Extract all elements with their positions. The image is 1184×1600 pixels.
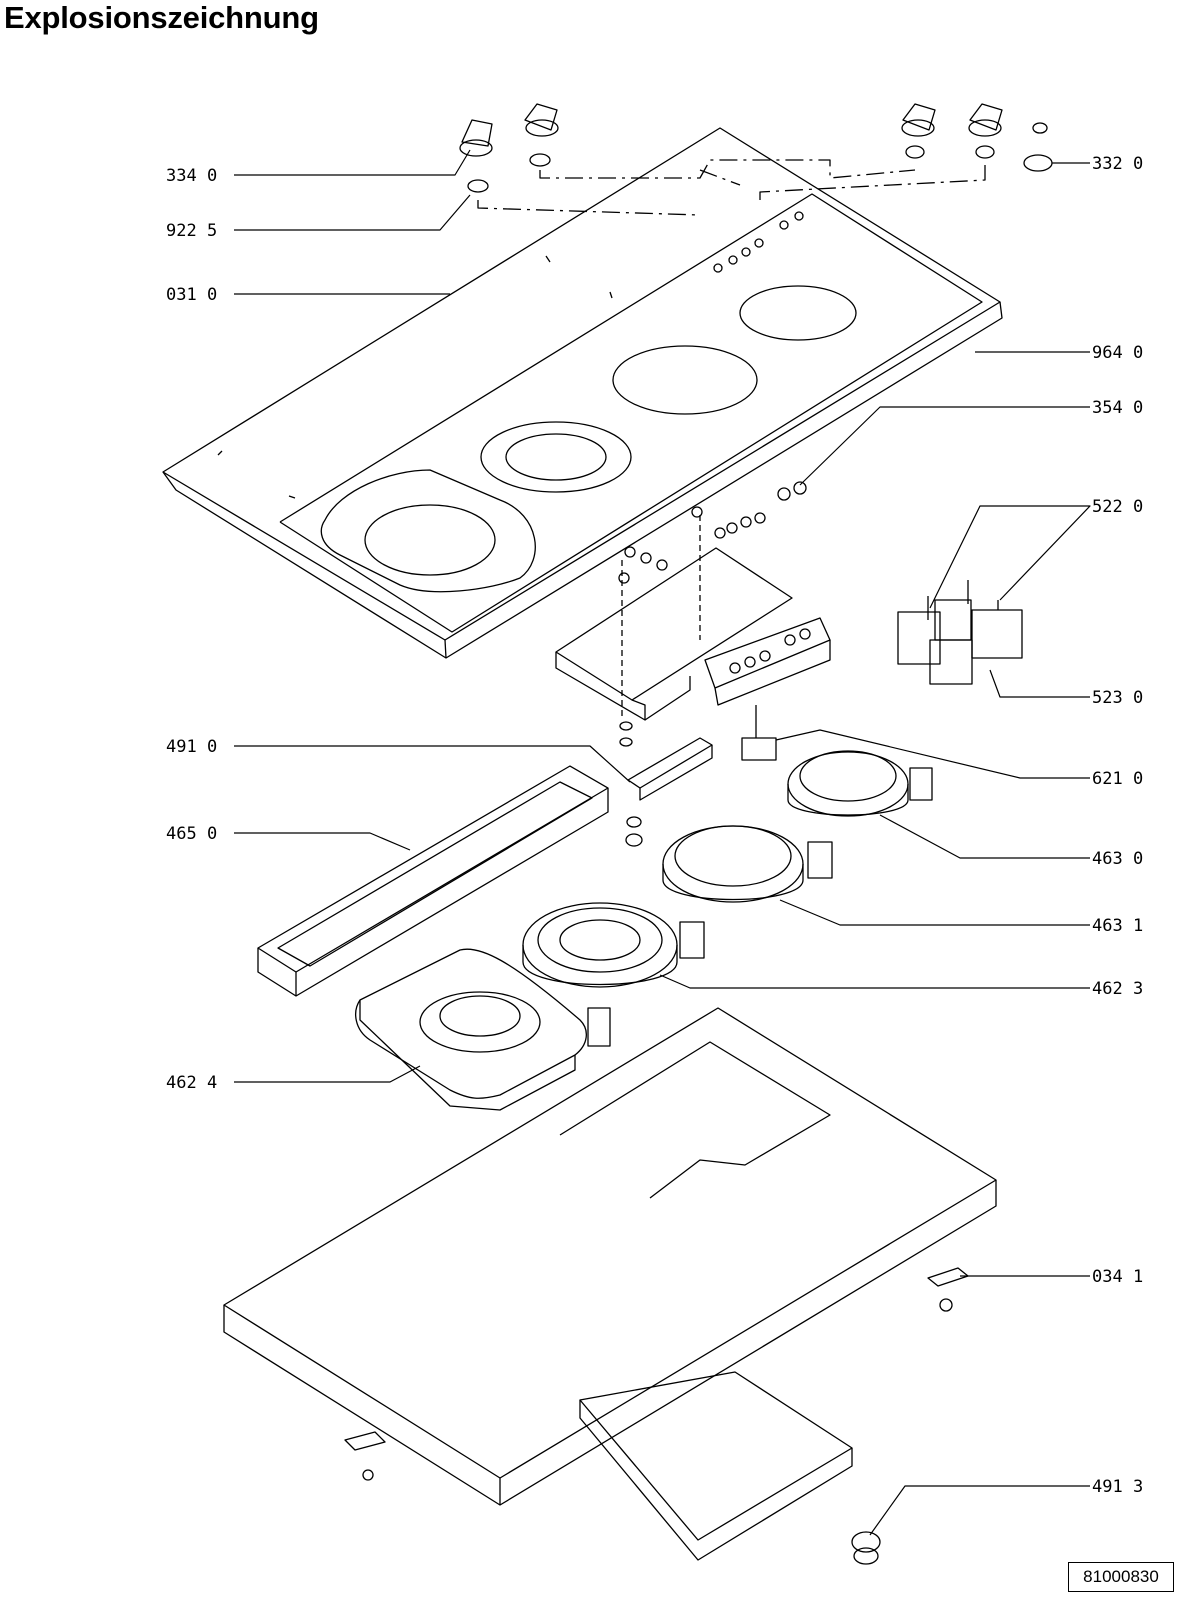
radiant-heater-462-3: [522, 902, 705, 988]
callout-523-0: 523 0: [1092, 688, 1143, 708]
callout-031-0: 031 0: [166, 285, 217, 305]
callout-labels: 334 0 922 5 031 0 332 0 964 0 354 0 522 …: [166, 154, 1143, 1497]
callout-462-4: 462 4: [166, 1073, 217, 1093]
callout-463-1: 463 1: [1092, 916, 1143, 936]
document-number: 81000830: [1068, 1562, 1174, 1592]
callout-leaders: [234, 149, 1091, 1536]
control-knobs: [459, 103, 1053, 216]
screws: [618, 481, 807, 584]
callout-922-5: 922 5: [166, 221, 217, 241]
page-title: Explosionszeichnung: [4, 0, 319, 35]
callout-334-0: 334 0: [166, 166, 217, 186]
callout-463-0: 463 0: [1092, 849, 1143, 869]
callout-034-1: 034 1: [1092, 1267, 1143, 1287]
callout-462-3: 462 3: [1092, 979, 1143, 999]
callout-465-0: 465 0: [166, 824, 217, 844]
energy-regulators: [897, 580, 1023, 685]
callout-491-0: 491 0: [166, 737, 217, 757]
radiant-heater-463-1: [662, 825, 833, 903]
callout-522-0: 522 0: [1092, 497, 1143, 517]
callout-332-0: 332 0: [1092, 154, 1143, 174]
radiant-heater-462-4: [355, 948, 611, 1111]
bottom-housing-tray: [223, 1007, 997, 1561]
callout-621-0: 621 0: [1092, 769, 1143, 789]
radiant-heater-463-0: [787, 750, 933, 817]
callout-491-3: 491 3: [1092, 1477, 1143, 1497]
callout-354-0: 354 0: [1092, 398, 1143, 418]
radiant-heater-rectangular: [257, 765, 609, 997]
terminal-block: [619, 721, 713, 847]
ceramic-cooktop-glass: [162, 127, 1003, 659]
callout-964-0: 964 0: [1092, 343, 1143, 363]
control-housing: [555, 515, 831, 721]
mounting-parts: [344, 1267, 969, 1565]
thermostat: [741, 705, 777, 761]
